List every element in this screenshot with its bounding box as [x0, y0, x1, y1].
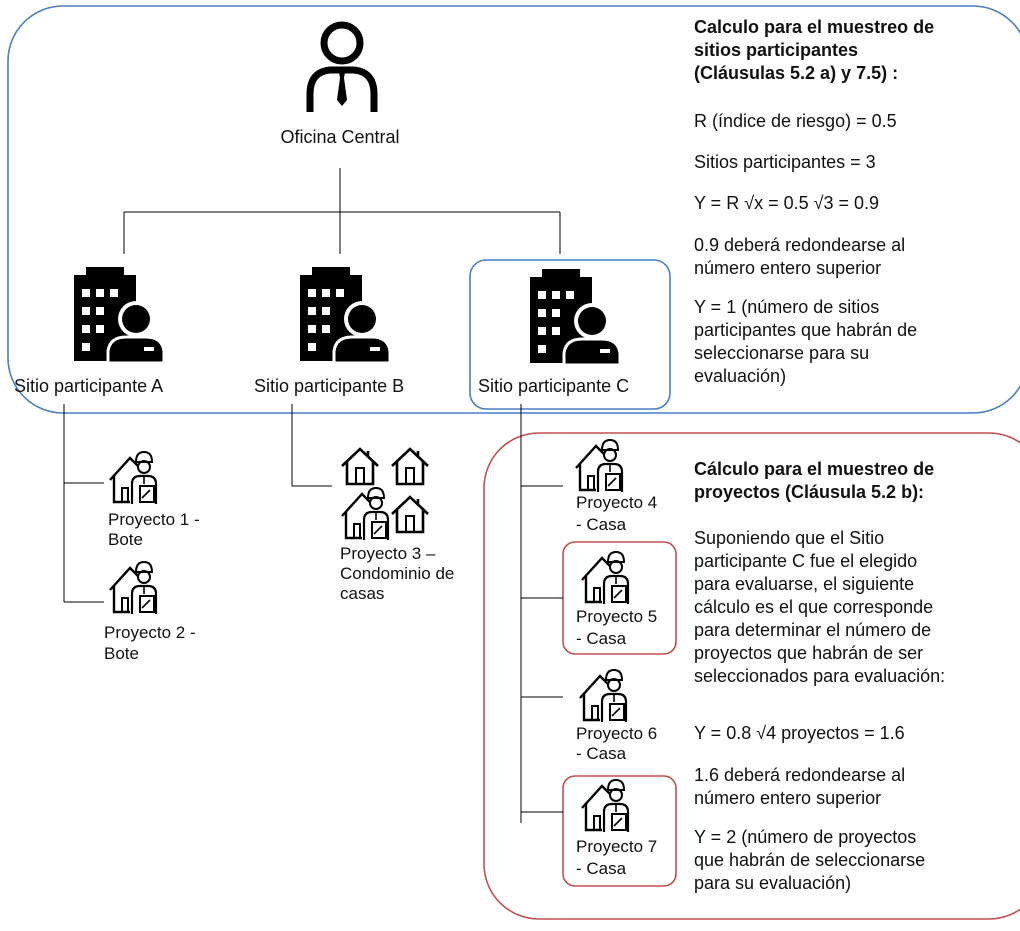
- sites-calc-result: Y = 1 (número de sitios participantes qu…: [694, 297, 918, 386]
- projects-calc-assumption: Suponiendo que el Sitio participante C f…: [694, 528, 946, 686]
- building-person-icon: [530, 269, 620, 365]
- projects-calc-title: Cálculo para el muestreo de proyectos (C…: [694, 459, 935, 502]
- project-6-label: Proyecto 6- Casa: [576, 724, 658, 763]
- selected-site-box: [469, 259, 671, 410]
- sites-calc-formula: Y = R √x = 0.5 √3 = 0.9: [694, 193, 880, 213]
- sites-calc-risk: R (índice de riesgo) = 0.5: [694, 111, 897, 131]
- project-7-label: Proyecto 7- Casa: [576, 837, 658, 878]
- house-worker-icon: [108, 450, 158, 506]
- house-icon: [340, 447, 380, 486]
- site-b-label: Sitio participante B: [254, 376, 405, 396]
- selected-project-7-box: [562, 775, 677, 887]
- projects-calc-round: 1.6 deberá redondearse al número entero …: [694, 765, 906, 808]
- projects-sampling-box: [483, 432, 1020, 920]
- sites-sampling-box: [7, 5, 1020, 414]
- project-4-label: Proyecto 4- Casa: [576, 493, 658, 534]
- project-5-label: Proyecto 5- Casa: [576, 607, 658, 648]
- project-1-label: Proyecto 1 -Bote: [108, 510, 200, 549]
- house-worker-icon: [574, 438, 624, 494]
- projects-calc-formula: Y = 0.8 √4 proyectos = 1.6: [694, 723, 905, 743]
- building-person-icon: [74, 267, 164, 363]
- house-worker-icon: [108, 560, 158, 616]
- site-c-label: Sitio participante C: [478, 376, 630, 396]
- sites-calc-round: 0.9 deberá redondearse al número entero …: [694, 235, 906, 278]
- sites-calc-count: Sitios participantes = 3: [694, 152, 876, 172]
- site-a-label: Sitio participante A: [14, 376, 164, 396]
- house-worker-icon: [580, 550, 630, 606]
- person-icon: [306, 21, 378, 112]
- house-worker-icon: [340, 486, 390, 542]
- sites-calc-title: Calculo para el muestreo de sitios parti…: [694, 17, 935, 83]
- house-worker-icon: [580, 778, 630, 834]
- house-icon: [390, 447, 430, 486]
- building-person-icon: [300, 267, 390, 363]
- central-office-label: Oficina Central: [280, 127, 400, 147]
- projects-calc-result: Y = 2 (número de proyectos que habrán de…: [694, 827, 926, 893]
- project-2-label: Proyecto 2 -Bote: [104, 623, 196, 663]
- house-worker-icon: [578, 668, 628, 724]
- house-icon: [390, 495, 430, 534]
